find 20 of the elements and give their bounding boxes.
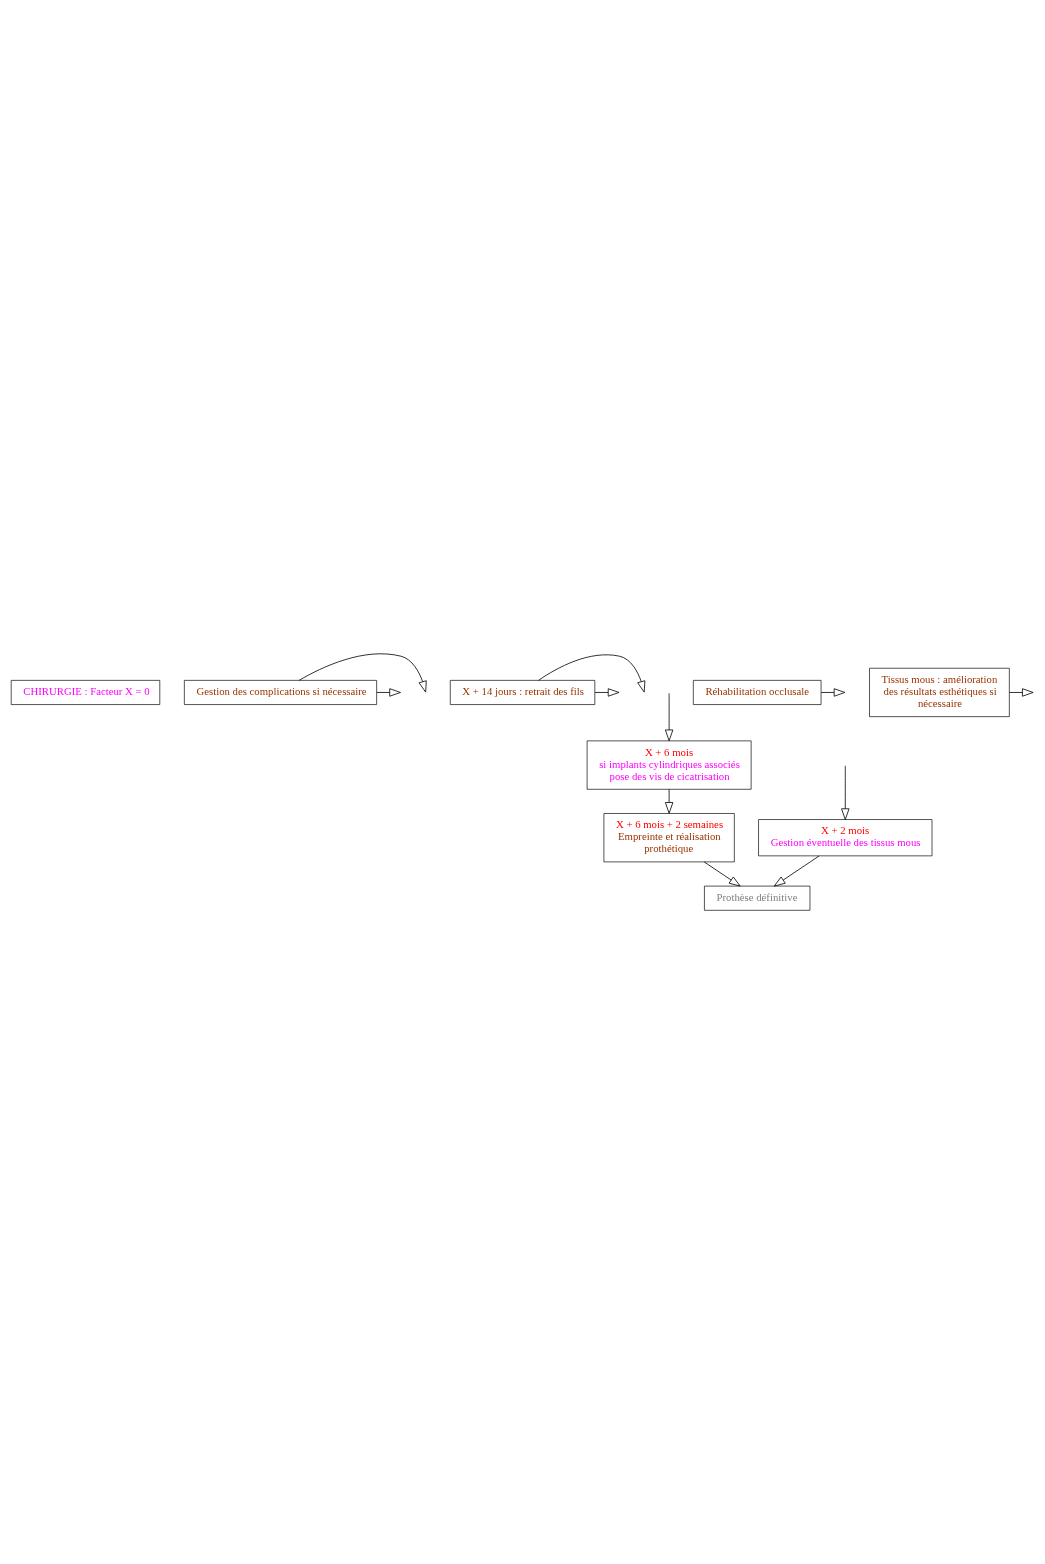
arrow xyxy=(538,654,646,693)
arrow xyxy=(703,861,741,887)
node-box: X + 2 mois Gestion éventuelle des tissus mous xyxy=(758,819,933,857)
arrow xyxy=(376,688,401,697)
arrow xyxy=(841,765,850,820)
node-box: X + 14 jours : retrait des fils xyxy=(449,680,596,705)
node-box: X + 6 mois si implants cylindriques associés pose des vis de cicatrisation xyxy=(586,740,752,790)
arrow xyxy=(664,692,674,742)
node-box: Tissus mous : amélioration des résultats esthétiques si nécessaire xyxy=(869,667,1010,717)
arrow xyxy=(1009,688,1034,697)
node-box: Réhabilitation occlusale xyxy=(693,680,822,705)
arrow xyxy=(594,688,620,697)
node-box: X + 6 mois + 2 semaines Empreinte et réalisation prothétique xyxy=(603,813,735,863)
node-box: Prothèse définitive xyxy=(704,885,811,911)
arrow xyxy=(773,855,820,887)
arrow xyxy=(664,788,674,814)
arrow xyxy=(820,688,846,697)
node-box: Gestion des complications si nécessaire xyxy=(184,680,377,705)
node-box: CHIRURGIE : Facteur X = 0 xyxy=(10,680,161,705)
arrow xyxy=(298,653,427,693)
